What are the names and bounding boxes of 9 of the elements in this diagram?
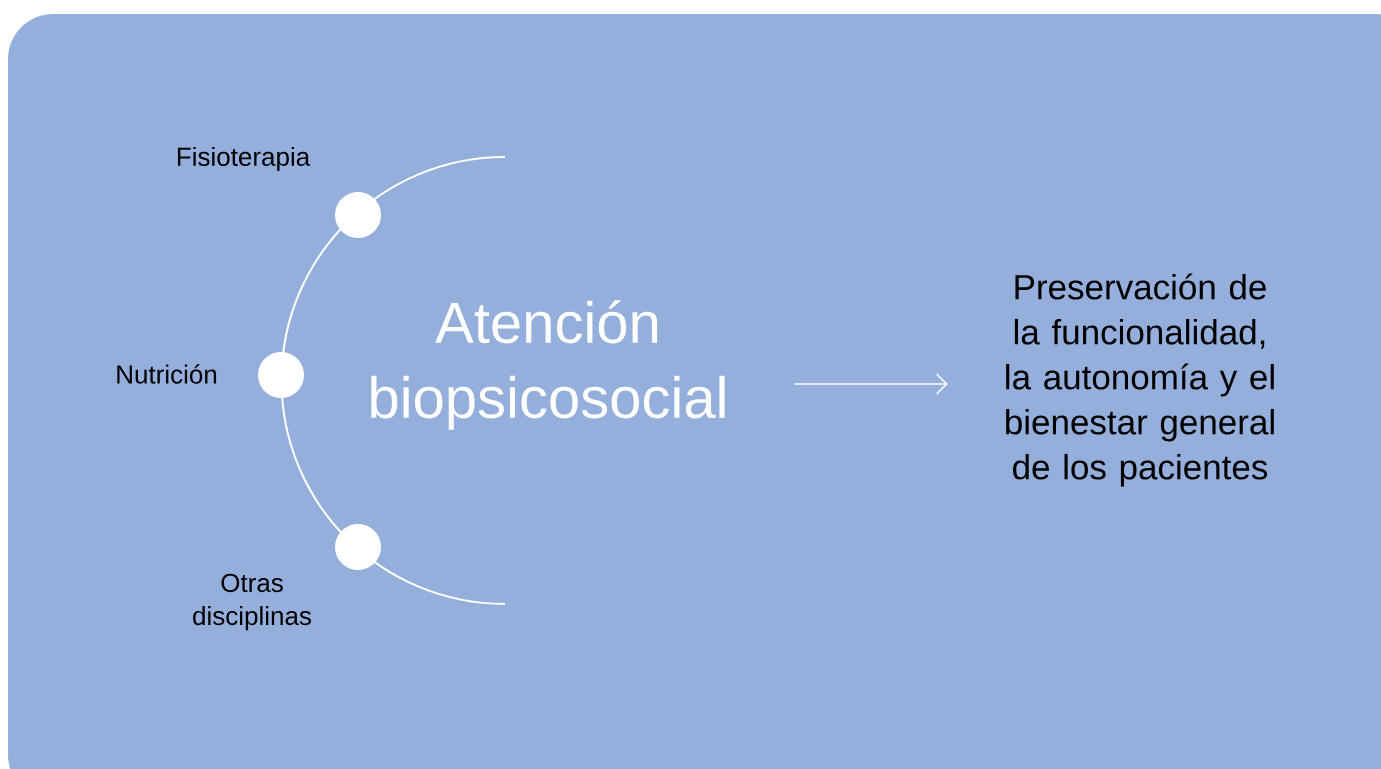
- dot-label: Nutrición: [117, 364, 217, 384]
- dot: [335, 524, 381, 570]
- dot-label: Otras disciplinas: [193, 573, 311, 631]
- dot: [258, 352, 304, 398]
- arrow: [793, 373, 948, 395]
- outcome-text: Preservación de la funcionalidad, la autonomía y el bienestar general de los pacientes: [1006, 273, 1274, 487]
- heading-text: Atención biopsicosocial: [371, 300, 725, 430]
- dot-label: Fisioterapia: [177, 146, 311, 172]
- dot: [335, 192, 381, 238]
